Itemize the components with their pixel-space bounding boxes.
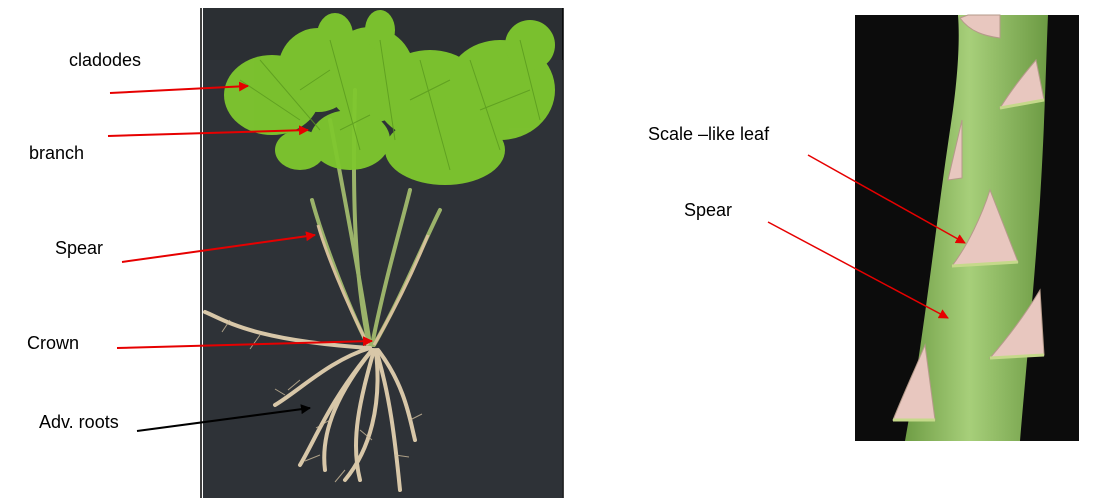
label-adv-roots: Adv. roots — [39, 412, 119, 433]
label-branch: branch — [29, 143, 84, 164]
label-spear-left: Spear — [55, 238, 103, 259]
label-crown: Crown — [27, 333, 79, 354]
spear-closeup-photo — [855, 15, 1079, 441]
label-cladodes: cladodes — [69, 50, 141, 71]
label-scale-leaf: Scale –like leaf — [648, 124, 769, 145]
label-spear-right: Spear — [684, 200, 732, 221]
asparagus-plant-photo — [201, 8, 563, 498]
